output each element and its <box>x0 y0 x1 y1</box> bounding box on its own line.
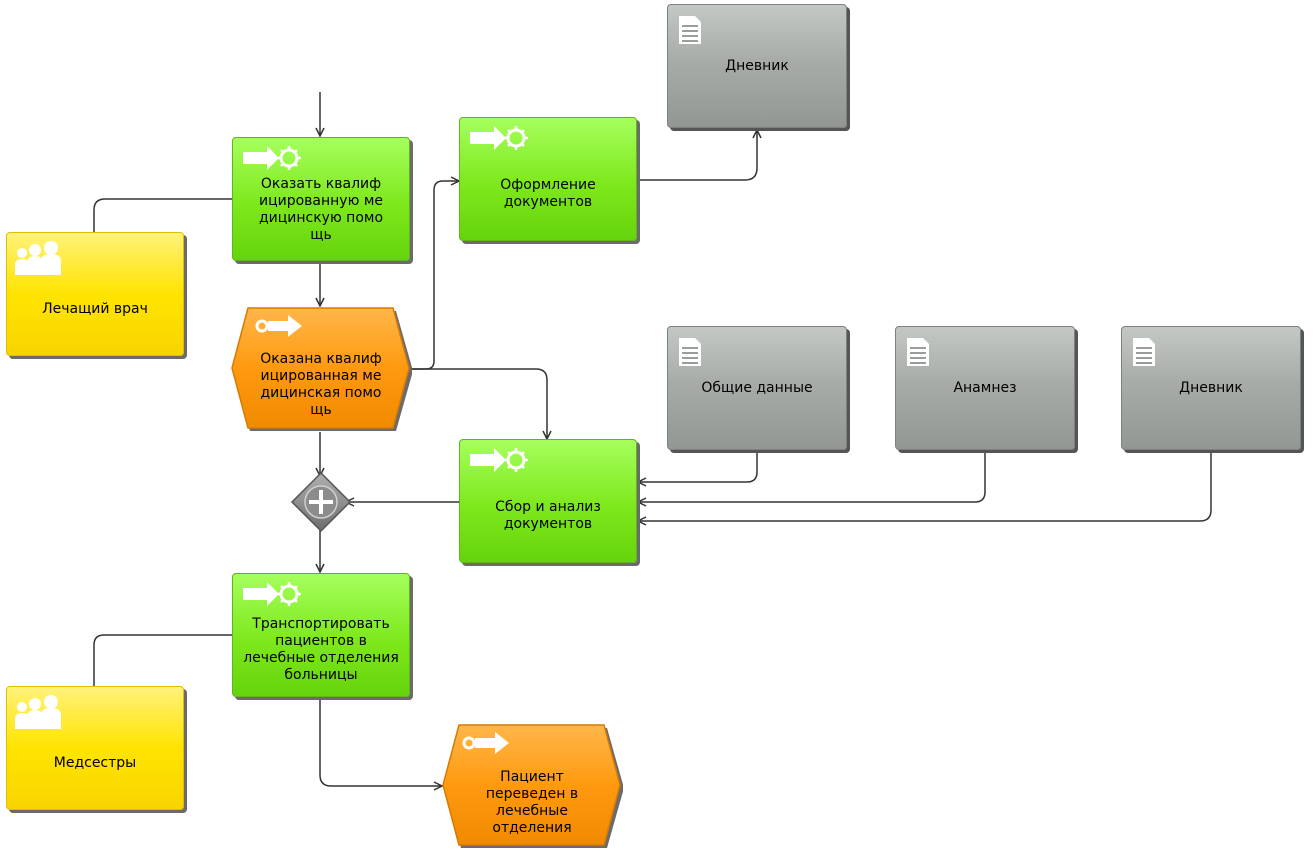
function-paperwork[interactable]: Оформление документов <box>459 117 637 241</box>
org-unit-doctor[interactable]: Лечащий врач <box>6 232 184 356</box>
document-diary-top-label: Дневник <box>725 57 789 74</box>
document-general-data-label: Общие данные <box>701 379 813 396</box>
document-icon <box>679 338 701 366</box>
document-icon <box>679 16 701 44</box>
document-anamnesis[interactable]: Анамнез <box>895 326 1075 450</box>
function-icon <box>243 582 301 606</box>
edge-transport-to-event <box>319 698 442 786</box>
function-transport-label: Транспортировать пациентов в лечебные от… <box>243 616 399 683</box>
and-connector[interactable] <box>289 470 353 534</box>
event-care-provided-label: Оказана квалифицированная медицинская по… <box>260 351 382 418</box>
function-collect-documents-label: Сбор и анализ документов <box>495 499 601 532</box>
document-diary-right[interactable]: Дневник <box>1121 326 1301 450</box>
org-unit-doctor-label: Лечащий врач <box>42 300 148 317</box>
people-icon <box>15 695 61 729</box>
people-icon <box>15 241 61 275</box>
org-unit-nurses-label: Медсестры <box>53 754 137 771</box>
edge-diary-right-to-collect <box>638 452 1212 521</box>
function-icon <box>243 146 301 170</box>
function-collect-documents[interactable]: Сбор и анализ документов <box>459 439 637 563</box>
edge-general-to-collect <box>638 452 758 482</box>
document-general-data[interactable]: Общие данные <box>667 326 847 450</box>
document-diary-right-label: Дневник <box>1179 379 1243 396</box>
edge-nurses-to-transport <box>93 634 232 686</box>
document-anamnesis-label: Анамнез <box>953 379 1017 396</box>
function-provide-care[interactable]: Оказать квалифицированную медицинскую по… <box>232 137 410 261</box>
function-provide-care-label: Оказать квалифицированную медицинскую по… <box>258 176 384 243</box>
event-care-provided[interactable]: Оказана квалифицированная медицинская по… <box>230 306 412 432</box>
document-icon <box>1133 338 1155 366</box>
edge-anamnesis-to-collect <box>638 452 986 502</box>
document-diary-top[interactable]: Дневник <box>667 4 847 128</box>
function-icon <box>470 448 528 472</box>
edge-doctor-to-provide-care <box>93 198 232 232</box>
edge-paperwork-to-diary <box>637 130 757 181</box>
event-hexagon <box>231 307 412 431</box>
function-transport[interactable]: Транспортировать пациентов в лечебные от… <box>232 573 410 697</box>
function-paperwork-label: Оформление документов <box>500 177 596 210</box>
function-icon <box>470 126 528 150</box>
plus-icon <box>309 490 333 514</box>
document-icon <box>907 338 929 366</box>
event-icon <box>462 732 509 754</box>
event-patient-transferred[interactable]: Пациент переведен в лечебные отделения <box>441 723 623 849</box>
edge-event-to-paperwork <box>410 181 459 370</box>
edge-event-to-collect <box>410 368 547 439</box>
event-icon <box>255 315 302 337</box>
event-patient-transferred-label: Пациент переведен в лечебные отделения <box>485 769 579 836</box>
org-unit-nurses[interactable]: Медсестры <box>6 686 184 810</box>
event-hexagon <box>442 724 623 848</box>
